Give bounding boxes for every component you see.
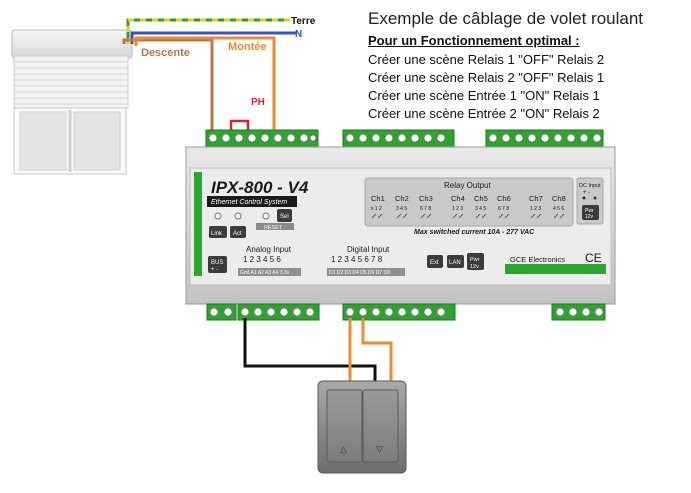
dc-input-polarity: + - xyxy=(583,190,590,196)
led-sel xyxy=(262,212,270,220)
label-terre: Terre xyxy=(291,16,316,27)
window-pane-right xyxy=(73,111,121,171)
digital-input-labels: D1 D2 D3 D4 D5 D6 D7 D8 xyxy=(329,270,390,276)
act-button[interactable] xyxy=(230,226,246,238)
relay-terminal-numbers: x 1 2 3 4 5 6 7 8 1 2 3 3 4 5 6 7 8 1 2 … xyxy=(371,206,564,212)
wire-input-2 xyxy=(361,318,393,385)
relay-terminals: 3 4 5 xyxy=(396,206,407,212)
lan-label: LAN xyxy=(449,260,461,266)
dc-pwr-voltage: 12v xyxy=(585,214,594,220)
led-act xyxy=(234,212,242,220)
relay-channel: Ch7 xyxy=(529,194,543,203)
relay-terminals: 1 2 3 xyxy=(452,206,463,212)
bottom-terminal-blocks xyxy=(206,303,606,321)
dc-pwr-label: Pwr xyxy=(585,208,594,214)
label-montee: Montée xyxy=(228,41,267,53)
analog-input-labels: Gnd A1 A2 A3 A4 3.3v xyxy=(240,270,290,276)
link-button[interactable] xyxy=(209,226,227,238)
wire-gnd xyxy=(243,318,377,385)
lan-connector[interactable] xyxy=(447,255,464,268)
scene-instruction: Créer une scène Relais 2 "OFF" Relais 1 xyxy=(368,70,605,85)
link-button-label: Link xyxy=(211,231,223,237)
relay-channel: Ch6 xyxy=(497,194,511,203)
switch-rocker-up[interactable] xyxy=(326,389,363,463)
relay-output-title: Relay Output xyxy=(444,181,491,190)
digital-input-title: Digital Input xyxy=(347,245,390,254)
bus-polarity: + - xyxy=(211,267,218,273)
analog-input-numbers: 1 2 3 4 5 6 xyxy=(243,255,281,264)
brand-label: GCE Electronics xyxy=(510,255,565,264)
relay-terminals: x 1 2 xyxy=(371,206,382,212)
wire-phase xyxy=(229,119,250,131)
shutter-wires xyxy=(122,18,297,131)
ipx800-front-strip xyxy=(194,172,202,276)
device-model: IPX-800 - V4 xyxy=(211,178,309,197)
ext-connector[interactable] xyxy=(427,255,443,268)
relay-channel: Ch5 xyxy=(474,194,488,203)
digital-input-numbers: 1 2 3 4 5 6 7 8 xyxy=(331,255,383,264)
sel-button-label: Sel xyxy=(280,214,289,220)
bus-connector[interactable] xyxy=(208,256,227,273)
analog-input-title: Analog Input xyxy=(246,245,292,254)
down-arrow-icon: ▽ xyxy=(376,444,383,454)
pwr-connector[interactable] xyxy=(467,253,484,270)
reset-label: RESET xyxy=(264,225,283,231)
sel-button[interactable] xyxy=(277,209,292,222)
ce-mark: CE xyxy=(585,251,602,265)
switch-rocker-down[interactable] xyxy=(362,389,399,463)
up-arrow-icon: △ xyxy=(340,444,347,454)
relay-terminals: 6 7 8 xyxy=(420,206,431,212)
act-button-label: Act xyxy=(233,231,242,237)
relay-channels: Ch1 Ch2 Ch3 Ch4 Ch5 Ch6 Ch7 Ch8 xyxy=(371,194,566,203)
relay-channel: Ch3 xyxy=(419,194,433,203)
scene-instruction: Créer une scène Entrée 2 "ON" Relais 2 xyxy=(368,106,600,121)
relay-channel: Ch4 xyxy=(451,194,465,203)
relay-terminals: 1 2 3 xyxy=(530,206,541,212)
label-descente: Descente xyxy=(141,47,190,59)
relay-channel: Ch2 xyxy=(395,194,409,203)
relay-terminals: 3 4 5 xyxy=(475,206,486,212)
wire-descente xyxy=(122,38,214,131)
relay-channel: Ch1 xyxy=(371,194,385,203)
wall-switch: △ ▽ xyxy=(317,380,407,474)
led-link xyxy=(214,212,222,220)
relay-terminals: 4 5 6 xyxy=(553,206,564,212)
pwr-label: Pwr xyxy=(470,257,480,263)
dc-input-title: DC Input xyxy=(579,183,601,189)
scene-instruction: Créer une scène Entrée 1 "ON" Relais 1 xyxy=(368,88,600,103)
switch-wires xyxy=(243,318,393,385)
scene-instruction: Créer une scène Relais 1 "OFF" Relais 2 xyxy=(368,52,605,67)
shutter-box xyxy=(11,29,133,59)
relay-max-current: Max switched current 10A - 277 VAC xyxy=(414,229,535,236)
device-model-sub: Ethernet Control System xyxy=(211,199,287,206)
window-pane-left xyxy=(19,111,67,171)
label-phase: PH xyxy=(251,97,265,108)
shutter-slats xyxy=(13,55,129,109)
relay-channel: Ch8 xyxy=(552,194,566,203)
relay-output-panel xyxy=(364,177,574,227)
ext-label: Ext xyxy=(430,260,439,266)
bus-label: BUS xyxy=(211,260,223,266)
page-subtitle: Pour un Fonctionnement optimal : xyxy=(368,33,580,48)
pwr-voltage: 12v xyxy=(470,264,479,270)
label-neutre: N xyxy=(295,29,302,40)
wire-montee xyxy=(134,36,276,131)
top-terminal-blocks xyxy=(205,129,604,148)
page-title: Exemple de câblage de volet roulant xyxy=(368,9,644,28)
relay-terminals: 6 7 8 xyxy=(498,206,509,212)
roller-shutter-window xyxy=(11,29,133,175)
